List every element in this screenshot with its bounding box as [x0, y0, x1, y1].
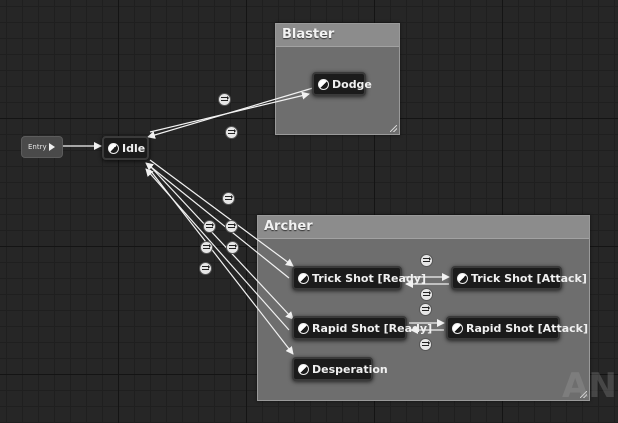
state-label: Trick Shot [Ready]	[312, 271, 427, 285]
state-icon	[452, 322, 463, 334]
state-icon	[318, 78, 329, 90]
transition-rule-icon[interactable]	[419, 303, 432, 316]
state-node-desperation[interactable]: Desperation	[292, 357, 388, 381]
state-icon	[298, 322, 309, 334]
state-icon	[457, 272, 468, 284]
transition-rule-icon[interactable]	[419, 338, 432, 351]
transition-rule-icon[interactable]	[420, 254, 433, 267]
state-label: Rapid Shot [Ready]	[312, 321, 433, 335]
state-label: Rapid Shot [Attack]	[466, 321, 588, 335]
state-node-rapid-shot-attack[interactable]: Rapid Shot [Attack]	[446, 316, 588, 340]
transition-rule-icon[interactable]	[199, 262, 212, 275]
transition-rule-icon[interactable]	[200, 241, 213, 254]
state-node-dodge[interactable]: Dodge	[312, 72, 372, 96]
transition-rule-icon[interactable]	[222, 192, 235, 205]
entry-node[interactable]: Entry	[21, 136, 63, 158]
entry-label: Entry	[28, 143, 47, 151]
watermark: AN	[562, 366, 617, 406]
transition-rule-icon[interactable]	[225, 126, 238, 139]
archer-resize-handle[interactable]	[580, 391, 587, 398]
state-label: Dodge	[332, 77, 372, 91]
state-label: Idle	[122, 141, 146, 155]
transition-rule-icon[interactable]	[203, 220, 216, 233]
transition-rule-icon[interactable]	[225, 220, 238, 233]
state-node-rapid-shot-ready[interactable]: Rapid Shot [Ready]	[292, 316, 432, 340]
state-icon	[108, 142, 119, 154]
state-node-trick-shot-ready[interactable]: Trick Shot [Ready]	[292, 266, 426, 290]
transition-rule-icon[interactable]	[226, 241, 239, 254]
state-node-idle[interactable]: Idle	[102, 136, 149, 160]
transition-rule-icon[interactable]	[218, 93, 231, 106]
archer-title: Archer	[258, 216, 589, 239]
blaster-title: Blaster	[276, 24, 399, 47]
state-icon	[298, 363, 309, 375]
transition-rule-icon[interactable]	[420, 288, 433, 301]
state-label: Desperation	[312, 362, 388, 376]
entry-output-pin-icon[interactable]	[49, 143, 55, 151]
state-icon	[298, 272, 309, 284]
state-node-trick-shot-attack[interactable]: Trick Shot [Attack]	[451, 266, 587, 290]
blaster-resize-handle[interactable]	[390, 125, 397, 132]
state-label: Trick Shot [Attack]	[471, 271, 587, 285]
